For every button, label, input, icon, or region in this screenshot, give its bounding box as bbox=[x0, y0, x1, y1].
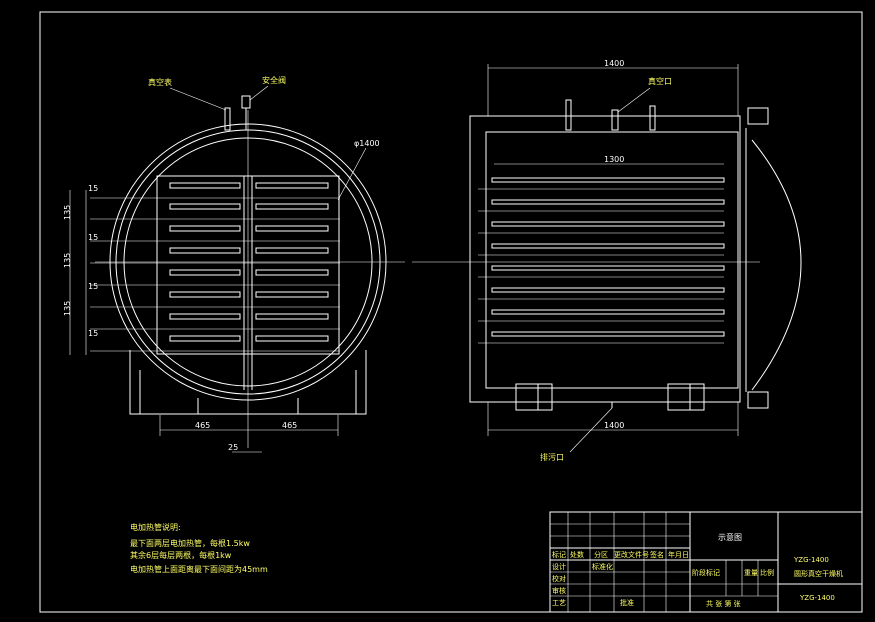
notes-line-1: 最下面两层电加热管，每根1.5kw bbox=[130, 538, 250, 548]
tb-header-3: 更改文件号 bbox=[614, 550, 649, 559]
notes-line-2: 其余6层每层两根，每根1kw bbox=[130, 550, 232, 560]
tb-header-0: 标记 bbox=[552, 550, 566, 559]
tb-role-3: 工艺 bbox=[552, 599, 566, 607]
label-vacuum-gauge: 真空表 bbox=[148, 77, 172, 87]
tb-role-1: 校对 bbox=[552, 574, 566, 583]
dim-15-a: 15 bbox=[88, 184, 98, 193]
dim-25: 25 bbox=[228, 443, 238, 452]
tb-header-2: 分区 bbox=[594, 550, 608, 559]
tb-product-line-2: 圆形真空干燥机 bbox=[794, 569, 843, 578]
tb-approve: 批准 bbox=[620, 598, 634, 607]
dim-135-a: 135 bbox=[63, 205, 72, 220]
dim-1400-top: 1400 bbox=[604, 59, 624, 68]
sheet-border bbox=[39, 11, 863, 613]
tb-scale: 比例 bbox=[760, 568, 774, 577]
dim-1400-bottom: 1400 bbox=[604, 421, 624, 430]
side-shelves bbox=[491, 177, 725, 337]
safety-valve-fitting bbox=[241, 95, 251, 109]
label-diameter: φ1400 bbox=[354, 139, 380, 148]
side-view bbox=[412, 64, 802, 453]
tb-weight: 重量 bbox=[744, 569, 758, 577]
title-block bbox=[549, 511, 863, 613]
tb-stage-mark: 阶段标记 bbox=[692, 568, 720, 577]
dim-465-right: 465 bbox=[282, 421, 297, 430]
side-heater-tubes bbox=[478, 188, 724, 344]
label-drain-port: 排污口 bbox=[540, 452, 564, 462]
dim-465-left: 465 bbox=[195, 421, 210, 430]
dim-15-b: 15 bbox=[88, 233, 98, 242]
tb-header-5: 年月日 bbox=[668, 550, 689, 559]
dim-135-c: 135 bbox=[63, 301, 72, 316]
tb-role-0: 设计 bbox=[552, 562, 566, 571]
tb-product-line-1: YZG-1400 bbox=[793, 556, 829, 564]
tb-header-1: 处数 bbox=[570, 550, 584, 559]
dim-15-d: 15 bbox=[88, 329, 98, 338]
front-view bbox=[69, 85, 405, 453]
door-dome bbox=[751, 139, 802, 391]
notes-title: 电加热管说明: bbox=[130, 522, 181, 532]
label-vacuum-port: 真空口 bbox=[648, 76, 672, 86]
tb-drawing-name: 示意图 bbox=[718, 532, 742, 542]
heater-tubes-front bbox=[90, 197, 340, 352]
dim-1300: 1300 bbox=[604, 155, 624, 164]
notes-line-3: 电加热管上面距离最下面间距为45mm bbox=[130, 564, 268, 574]
support-stand bbox=[129, 350, 367, 415]
dim-135-b: 135 bbox=[63, 253, 72, 268]
front-shelves bbox=[169, 182, 329, 342]
shelf-frame bbox=[156, 175, 340, 355]
tb-std: 标准化 bbox=[592, 562, 613, 571]
tb-sheets: 共 张 第 张 bbox=[706, 599, 741, 608]
tb-role-2: 审核 bbox=[552, 586, 566, 595]
dim-15-c: 15 bbox=[88, 282, 98, 291]
label-safety-valve: 安全阀 bbox=[262, 75, 286, 85]
tb-header-4: 签名 bbox=[650, 550, 664, 559]
tb-code: YZG-1400 bbox=[799, 594, 835, 602]
vacuum-gauge-fitting bbox=[224, 107, 231, 131]
